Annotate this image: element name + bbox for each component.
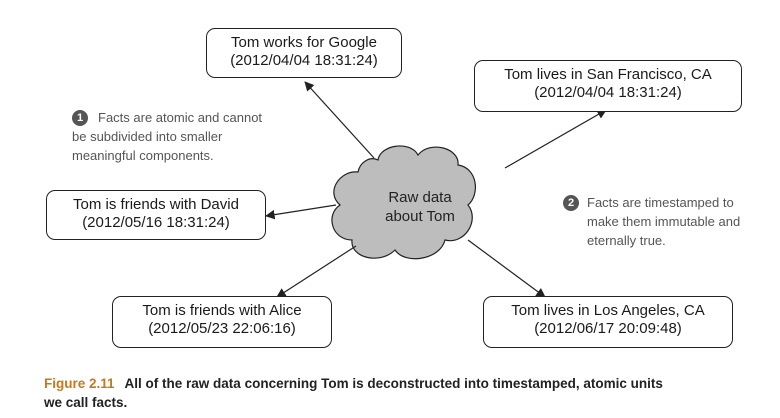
- note-number-badge: 1: [72, 110, 88, 126]
- edge-to-works-for-google: [304, 81, 375, 159]
- note-atomic: 1 Facts are atomic and cannot be subdivi…: [72, 108, 302, 165]
- note-text: Facts are timestamped to make them immut…: [587, 193, 773, 250]
- edge-to-lives-in-los-angeles: [467, 239, 546, 298]
- fact-works-for-google: Tom works for Google (2012/04/04 18:31:2…: [206, 28, 402, 78]
- fact-text: Tom is friends with Alice: [142, 302, 302, 319]
- caption-line1: Figure 2.11 All of the raw data concernin…: [44, 374, 768, 393]
- fact-timestamp: (2012/06/17 20:09:48): [534, 320, 682, 337]
- edge-to-lives-in-san-francisco: [504, 109, 607, 169]
- note-line: make them immutable and: [587, 214, 741, 229]
- fact-friends-with-alice: Tom is friends with Alice (2012/05/23 22…: [112, 296, 332, 348]
- note-line: be subdivided into smaller: [72, 129, 223, 144]
- fact-text: Tom lives in San Francisco, CA: [504, 66, 712, 83]
- fact-timestamp: (2012/04/04 18:31:24): [230, 52, 378, 69]
- hub-label-line1: Raw data: [388, 189, 452, 206]
- note-timestamped: 2 Facts are timestamped to make them imm…: [563, 193, 773, 250]
- fact-text: Tom lives in Los Angeles, CA: [511, 302, 705, 319]
- fact-friends-with-david: Tom is friends with David (2012/05/16 18…: [46, 190, 266, 240]
- fact-lives-in-san-francisco: Tom lives in San Francisco, CA (2012/04/…: [474, 60, 742, 112]
- fact-timestamp: (2012/05/23 22:06:16): [148, 320, 296, 337]
- edge-to-friends-with-david: [265, 204, 337, 220]
- fact-lives-in-los-angeles: Tom lives in Los Angeles, CA (2012/06/17…: [483, 296, 733, 348]
- figure-caption: Figure 2.11 All of the raw data concernin…: [44, 374, 768, 412]
- hub-label: Raw data about Tom: [372, 188, 468, 226]
- note-line: Facts are atomic and cannot: [98, 110, 263, 125]
- figure-label: Figure 2.11: [44, 376, 115, 391]
- raw-data-cloud: [331, 145, 476, 260]
- note-text: Facts are atomic and cannot: [98, 108, 302, 127]
- fact-text: Tom is friends with David: [73, 196, 239, 213]
- note-number-badge: 2: [563, 195, 579, 211]
- edge-to-friends-with-alice: [276, 245, 357, 298]
- hub-label-line2: about Tom: [385, 208, 455, 225]
- note-line: meaningful components.: [72, 148, 214, 163]
- note-line: Facts are timestamped to: [587, 195, 734, 210]
- fact-timestamp: (2012/04/04 18:31:24): [534, 84, 682, 101]
- fact-timestamp: (2012/05/16 18:31:24): [82, 214, 230, 231]
- fact-text: Tom works for Google: [231, 34, 377, 51]
- caption-line2: we call facts.: [44, 395, 128, 410]
- note-line: eternally true.: [587, 233, 666, 248]
- caption-text: All of the raw data concerning Tom is de…: [124, 376, 663, 391]
